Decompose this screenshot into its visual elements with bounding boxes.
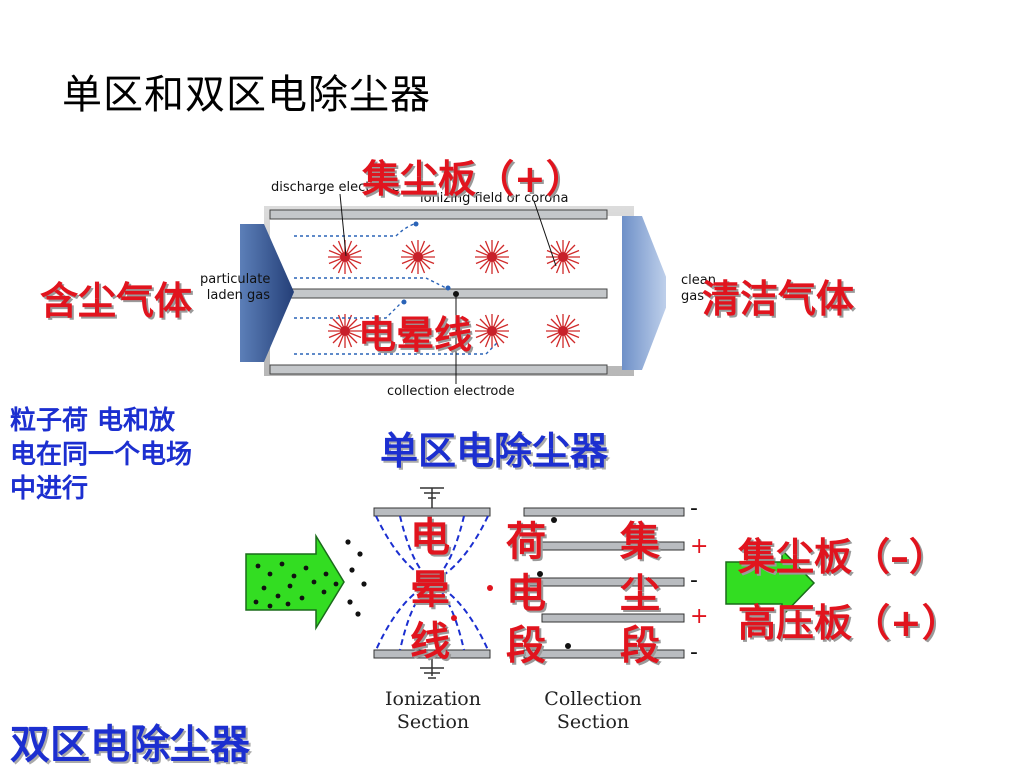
charging-char-2: 电: [506, 571, 546, 617]
collection-section-label: Collection Section: [544, 688, 642, 733]
corona-char-1: 电: [410, 515, 450, 561]
high-voltage-plate-label: 高压板（+）: [738, 601, 960, 645]
clean-gas-label: clean gas: [681, 273, 716, 304]
corona-char-3: 线: [410, 619, 450, 665]
corona-wire-column: 电 晕 线: [410, 512, 450, 668]
charging-section-column: 荷 电 段: [506, 516, 546, 672]
collection-electrode-label: collection electrode: [387, 384, 515, 399]
page-title: 单区和双区电除尘器: [62, 72, 431, 118]
two-stage-caption: 双区电除尘器: [10, 722, 250, 768]
collect-char-3: 段: [620, 623, 660, 669]
two-stage-diagram: [240, 478, 700, 688]
outlet-arrow: [722, 548, 822, 618]
single-stage-note: 粒子荷 电和放 电在同一个电场 中进行: [10, 406, 193, 504]
collector-plate-label: 集尘板（+）: [362, 157, 584, 201]
corona-wire-label: 电晕线: [358, 313, 473, 357]
polarity-sign-3: -: [690, 568, 698, 593]
discharge-electrode-label: discharge electrode: [271, 180, 400, 195]
corona-char-2: 晕: [410, 567, 450, 613]
polarity-sign-4: +: [690, 604, 709, 629]
single-stage-diagram: discharge electrode ionizing field or co…: [200, 176, 716, 404]
charging-char-3: 段: [506, 623, 546, 669]
collect-char-1: 集: [620, 519, 660, 565]
particulate-gas-label: particulate laden gas: [200, 272, 271, 303]
collect-char-2: 尘: [620, 571, 660, 617]
polarity-sign-1: -: [690, 496, 698, 521]
collection-section-column: 集 尘 段: [620, 516, 660, 672]
two-stage-svg: [245, 487, 685, 679]
clean-gas-cn-label: 清洁气体: [702, 277, 855, 321]
polarity-sign-2: +: [690, 534, 709, 559]
single-stage-caption: 单区电除尘器: [380, 429, 609, 473]
polarity-sign-5: -: [690, 640, 698, 665]
charging-char-1: 荷: [506, 519, 546, 565]
collector-plate-neg-label: 集尘板（–）: [738, 535, 948, 579]
ionizing-field-label: ionizing field or corona: [420, 191, 569, 206]
ionization-section-label: Ionization Section: [385, 688, 481, 733]
dusty-gas-label: 含尘气体: [40, 279, 193, 323]
single-stage-svg: [240, 193, 672, 384]
